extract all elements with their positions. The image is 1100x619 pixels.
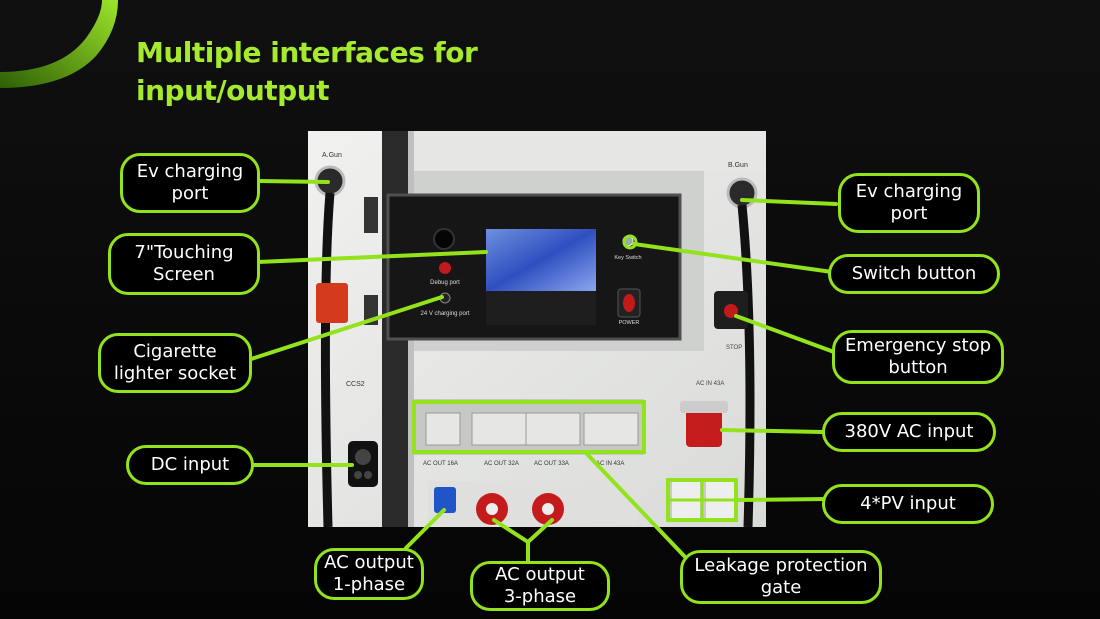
key-switch-text: Key Switch [614,255,641,261]
corner-accent-arc [0,0,118,88]
switch-button-highlight [622,234,638,250]
leader-pv-input [736,497,828,502]
leader-touch-screen [256,250,488,264]
label-ev-charging-port-left-text: Ev charging port [136,161,244,204]
breaker-label-1: AC OUT 32A [484,461,519,467]
ac-output-1phase-socket [434,487,456,513]
label-switch-button: Switch button [828,254,1000,294]
breaker-label-2: AC OUT 33A [534,461,569,467]
leader-ac-3phase [492,518,554,545]
emergency-stop-knob [724,304,738,318]
label-ac-output-1phase-text: AC output 1-phase [324,552,414,595]
label-pv-input-text: 4*PV input [860,493,956,514]
leader-ev-port-right [740,198,838,206]
label-emergency-stop-text: Emergency stop button [844,335,992,378]
label-cigarette-lighter-text: Cigarette lighter socket [113,341,237,384]
leader-ev-port-left [256,179,330,184]
breaker-43a [583,412,639,446]
label-leakage-protection-text: Leakage protection gate [694,555,868,598]
power-text: POWER [619,320,640,326]
ccs2-text: CCS2 [346,381,365,388]
debug-port-button [439,262,451,274]
breaker-label-0: AC OUT 16A [423,461,458,467]
label-switch-button-text: Switch button [851,263,977,284]
label-emergency-stop: Emergency stop button [832,330,1004,384]
label-ac-input-380v-text: 380V AC input [844,421,974,442]
label-cigarette-lighter: Cigarette lighter socket [98,333,252,393]
debug-port-text: Debug port [430,280,460,286]
label-ac-input-380v: 380V AC input [822,412,996,452]
leader-leakage [585,452,690,562]
label-ac-output-1phase: AC output 1-phase [314,548,424,600]
left-gun-plug [316,283,348,323]
label-leakage-protection: Leakage protection gate [680,550,882,604]
label-ac-output-3phase-text: AC output 3-phase [495,564,585,607]
breaker-label-3: AC IN 43A [596,461,624,467]
leader-ac-1phase [404,508,446,550]
equipment-panel: Debug port 24 V charging port Key Switch… [308,131,766,527]
label-ac-output-3phase: AC output 3-phase [470,561,610,611]
label-touch-screen-text: 7"Touching Screen [134,242,234,285]
stop-text: STOP [726,345,742,351]
label-ev-charging-port-right: Ev charging port [838,173,980,233]
leader-switch-button [632,242,834,274]
breaker-32a [471,412,527,446]
label-ev-charging-port-right-text: Ev charging port [855,181,963,224]
leader-cigarette [246,295,444,362]
b-gun-text: B.Gun [728,162,748,169]
leader-ac-input [720,428,824,434]
ac-in-43a-top-text: AC IN 43A [696,381,724,387]
debug-knob [433,228,455,250]
breaker-33a [525,412,581,446]
leader-emergency-stop [734,314,836,354]
label-dc-input-text: DC input [150,454,230,475]
slide-title: Multiple interfaces for input/output [136,36,478,107]
ac-input-socket [686,405,722,447]
label-pv-input: 4*PV input [822,484,994,524]
charging-port-24v-text: 24 V charging port [420,311,469,317]
label-touch-screen: 7"Touching Screen [108,233,260,295]
breakers-highlight [412,400,646,454]
label-ev-charging-port-left: Ev charging port [120,153,260,213]
a-gun-text: A.Gun [322,152,342,159]
breaker-16a [425,412,461,446]
label-dc-input: DC input [126,445,254,485]
